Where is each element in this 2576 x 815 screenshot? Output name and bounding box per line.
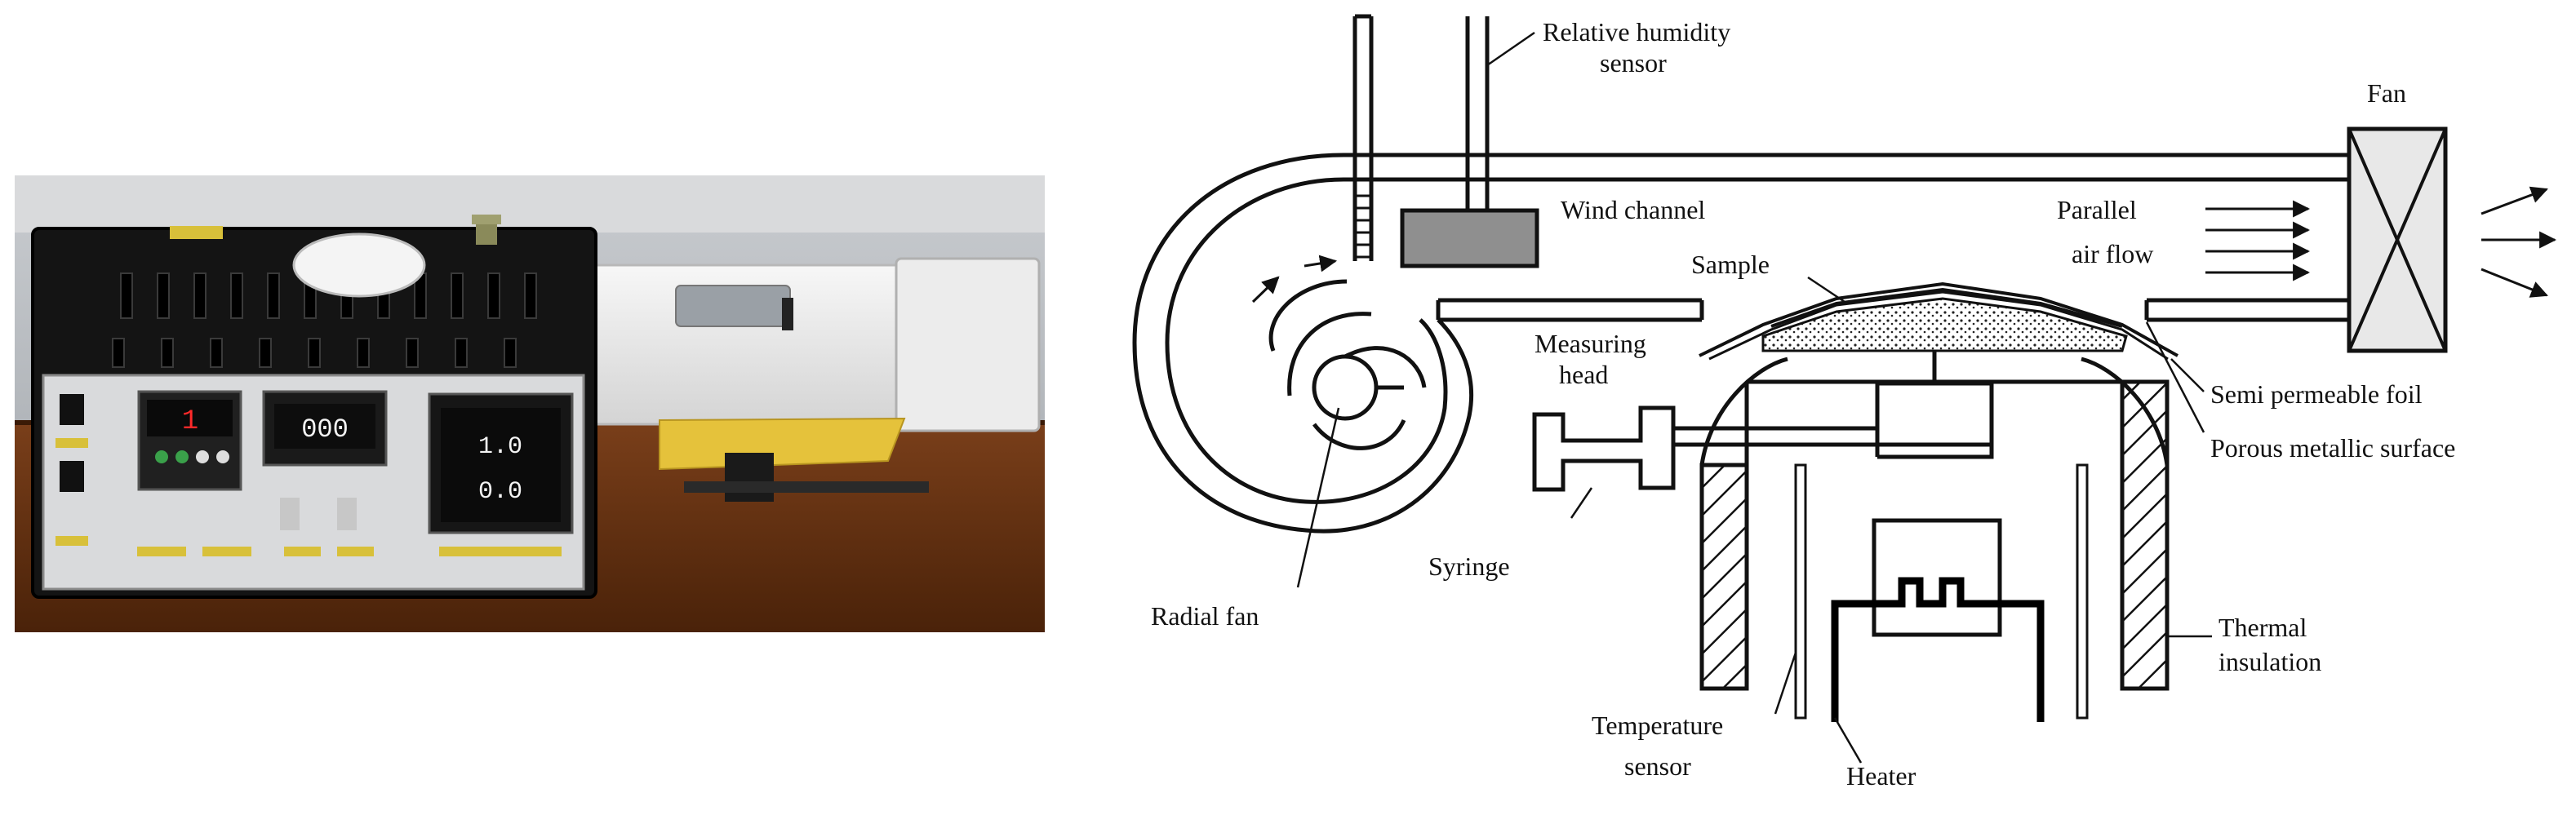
label-air-flow: air flow [2072,239,2153,268]
label-porous-metallic-surface: Porous metallic surface [2210,433,2455,463]
radial-fan [1312,354,1379,421]
label-temperature: Temperature [1592,711,1723,740]
label-heater: Heater [1846,761,1916,791]
label-thermal: Thermal [2218,613,2307,642]
parallel-air-flow-arrows [1251,186,2557,303]
hygrometer-readout-top: 1.0 [478,433,522,461]
label-fan: Fan [2367,78,2406,108]
label-semi-permeable-foil: Semi permeable foil [2210,379,2423,409]
label-relative-humidity-sensor-2: sensor [1600,48,1667,78]
label-sample: Sample [1691,250,1770,279]
apparatus-photo: 1 000 1.0 0.0 [15,175,1045,632]
label-measuring: Measuring [1534,329,1646,358]
meter-readout: 000 [301,414,349,445]
thermal-insulation-left [1699,463,1749,691]
thermal-insulation-right [2120,379,2170,691]
label-head: head [1559,360,1608,389]
humidity-sensor-block [1400,208,1539,268]
controller-readout: 1 [182,406,198,437]
label-insulation: insulation [2218,647,2321,676]
heater-wire [1831,577,2045,722]
temperature-sensor [1794,463,1807,720]
label-radial-fan: Radial fan [1151,601,1259,631]
label-syringe: Syringe [1428,551,1510,581]
porous-metallic-surface [1761,297,2128,352]
label-parallel: Parallel [2057,195,2137,224]
radial-fan-housing [1132,153,1474,534]
label-sensor: sensor [1624,751,1691,781]
label-wind-channel: Wind channel [1561,195,1705,224]
wind-channel-schematic: Relative humidity sensor Wind channel Pa… [1132,14,2557,791]
hygrometer-readout-bottom: 0.0 [478,478,522,506]
semi-permeable-foil [1699,281,2178,357]
label-relative-humidity-sensor: Relative humidity [1543,17,1730,47]
syringe [1532,405,1676,492]
